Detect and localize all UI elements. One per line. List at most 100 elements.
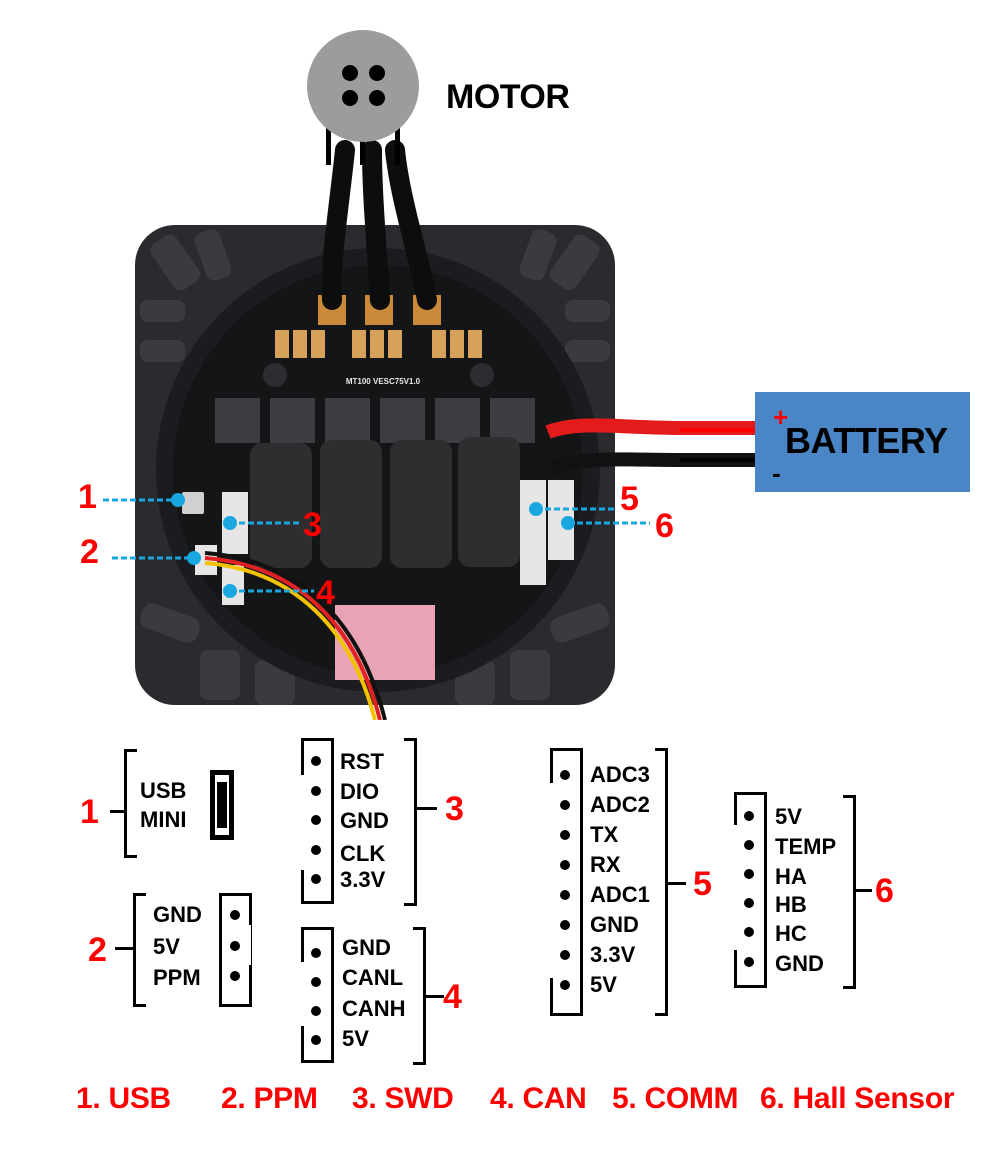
comm-pin-dot: [560, 950, 570, 960]
controller-photo: MT100 VESC75V1.0: [103, 30, 755, 720]
comm-pin-dot: [560, 980, 570, 990]
swd-pin-1: RST: [340, 749, 384, 774]
board-silkscreen: MT100 VESC75V1.0: [346, 377, 421, 386]
callout-3: 3: [303, 506, 322, 544]
pinout-usb-number: 1: [80, 793, 99, 831]
usb-label-line1: USB: [140, 778, 187, 803]
hall-pin-2: TEMP: [775, 834, 837, 859]
pinout-usb-connector-line: [110, 810, 126, 813]
hall-pin-6: GND: [775, 951, 824, 976]
callout-4: 4: [316, 574, 335, 612]
motor-cables: [321, 140, 437, 310]
legend-can: 4. CAN: [490, 1082, 587, 1115]
swd-pin-5: 3.3V: [340, 867, 386, 892]
legend-usb: 1. USB: [76, 1082, 171, 1115]
pinout-hall-connector-line: [856, 889, 872, 892]
can-pin-dot: [311, 1006, 321, 1016]
pinout-hall-bracket: [843, 795, 856, 989]
pinout-comm-number: 5: [693, 865, 712, 903]
can-pin-3: CANH: [342, 996, 406, 1021]
comm-pin-dot: [560, 860, 570, 870]
callout-2: 2: [80, 533, 99, 571]
leader-lines: [103, 498, 650, 593]
pinout-hall-number: 6: [875, 872, 894, 910]
legend-ppm: 2. PPM: [221, 1082, 318, 1115]
comm-pin-6: GND: [590, 912, 639, 937]
hall-pin-4: HB: [775, 892, 807, 917]
can-pin-dot: [311, 1035, 321, 1045]
comm-pin-dot: [560, 830, 570, 840]
can-pin-dot: [311, 977, 321, 987]
pinout-ppm-number: 2: [88, 931, 107, 969]
pinout-swd-bracket: [404, 738, 417, 906]
hall-pin-dot: [744, 927, 754, 937]
ppm-pin-dot: [230, 941, 240, 951]
comm-pin-3: TX: [590, 822, 619, 847]
callout-6: 6: [655, 507, 674, 545]
swd-pin-dot: [311, 845, 321, 855]
hall-pin-dot: [744, 898, 754, 908]
swd-pin-dot: [311, 815, 321, 825]
battery-label: BATTERY: [785, 420, 948, 461]
can-pin-4: 5V: [342, 1026, 369, 1051]
comm-pin-dot: [560, 770, 570, 780]
motor-label: MOTOR: [446, 78, 570, 116]
pinout-can-bracket: [413, 927, 426, 1065]
pinout-comm-connector-line: [668, 882, 686, 885]
usb-mini-port-icon: [210, 770, 234, 840]
swd-pin-dot: [311, 756, 321, 766]
comm-pin-5: ADC1: [590, 882, 650, 907]
legend-hall-sensor: 6. Hall Sensor: [760, 1082, 955, 1115]
pinout-can-number: 4: [443, 978, 462, 1016]
comm-pin-1: ADC3: [590, 762, 650, 787]
battery-leads: [545, 418, 755, 475]
usb-port-photo: [182, 492, 204, 514]
can-pin-1: GND: [342, 935, 391, 960]
hall-pin-1: 5V: [775, 804, 802, 829]
ppm-pin-2: 5V: [153, 934, 180, 959]
hall-pin-5: HC: [775, 921, 807, 946]
can-pin-dot: [311, 948, 321, 958]
comm-pin-4: RX: [590, 852, 621, 877]
ppm-wire: [204, 551, 387, 720]
battery-minus-sign: -: [772, 458, 781, 488]
hall-pin-dot: [744, 811, 754, 821]
comm-pin-dot: [560, 800, 570, 810]
pinout-comm-bracket: [655, 748, 668, 1016]
ppm-pin-1: GND: [153, 902, 202, 927]
motor-connector-icon: [307, 30, 419, 165]
comm-pin-dot: [560, 920, 570, 930]
legend-comm: 5. COMM: [612, 1082, 739, 1115]
pinout-swd-connector-line: [417, 807, 437, 810]
pinout-ppm-bracket: [133, 893, 146, 1007]
ppm-pin-3: PPM: [153, 965, 201, 990]
can-pin-2: CANL: [342, 965, 404, 990]
swd-pin-dot: [311, 874, 321, 884]
callout-5: 5: [620, 480, 639, 518]
ppm-pin-dot: [230, 910, 240, 920]
pinout-usb-bracket: [124, 749, 137, 858]
swd-pin-4: CLK: [340, 841, 386, 866]
comm-pin-8: 5V: [590, 972, 617, 997]
hall-pin-dot: [744, 840, 754, 850]
hall-pin-dot: [744, 957, 754, 967]
comm-pin-dot: [560, 890, 570, 900]
pinout-can-connector-line: [426, 995, 444, 998]
capacitors: [250, 437, 520, 568]
swd-pin-dot: [311, 786, 321, 796]
comm-pin-7: 3.3V: [590, 942, 636, 967]
hall-pin-dot: [744, 869, 754, 879]
leader-dots: [171, 493, 575, 598]
battery-box: [755, 392, 970, 492]
comm-header-outline: [550, 748, 583, 1016]
swd-pin-3: GND: [340, 808, 389, 833]
comm-pin-2: ADC2: [590, 792, 650, 817]
ppm-pin-dot: [230, 971, 240, 981]
legend-swd: 3. SWD: [352, 1082, 454, 1115]
pinout-ppm-connector-line: [115, 947, 135, 950]
battery-plus-sign: +: [773, 402, 789, 432]
hall-pin-3: HA: [775, 864, 807, 889]
callout-1: 1: [78, 478, 97, 516]
pinout-swd-number: 3: [445, 790, 464, 828]
usb-label-line2: MINI: [140, 807, 187, 832]
